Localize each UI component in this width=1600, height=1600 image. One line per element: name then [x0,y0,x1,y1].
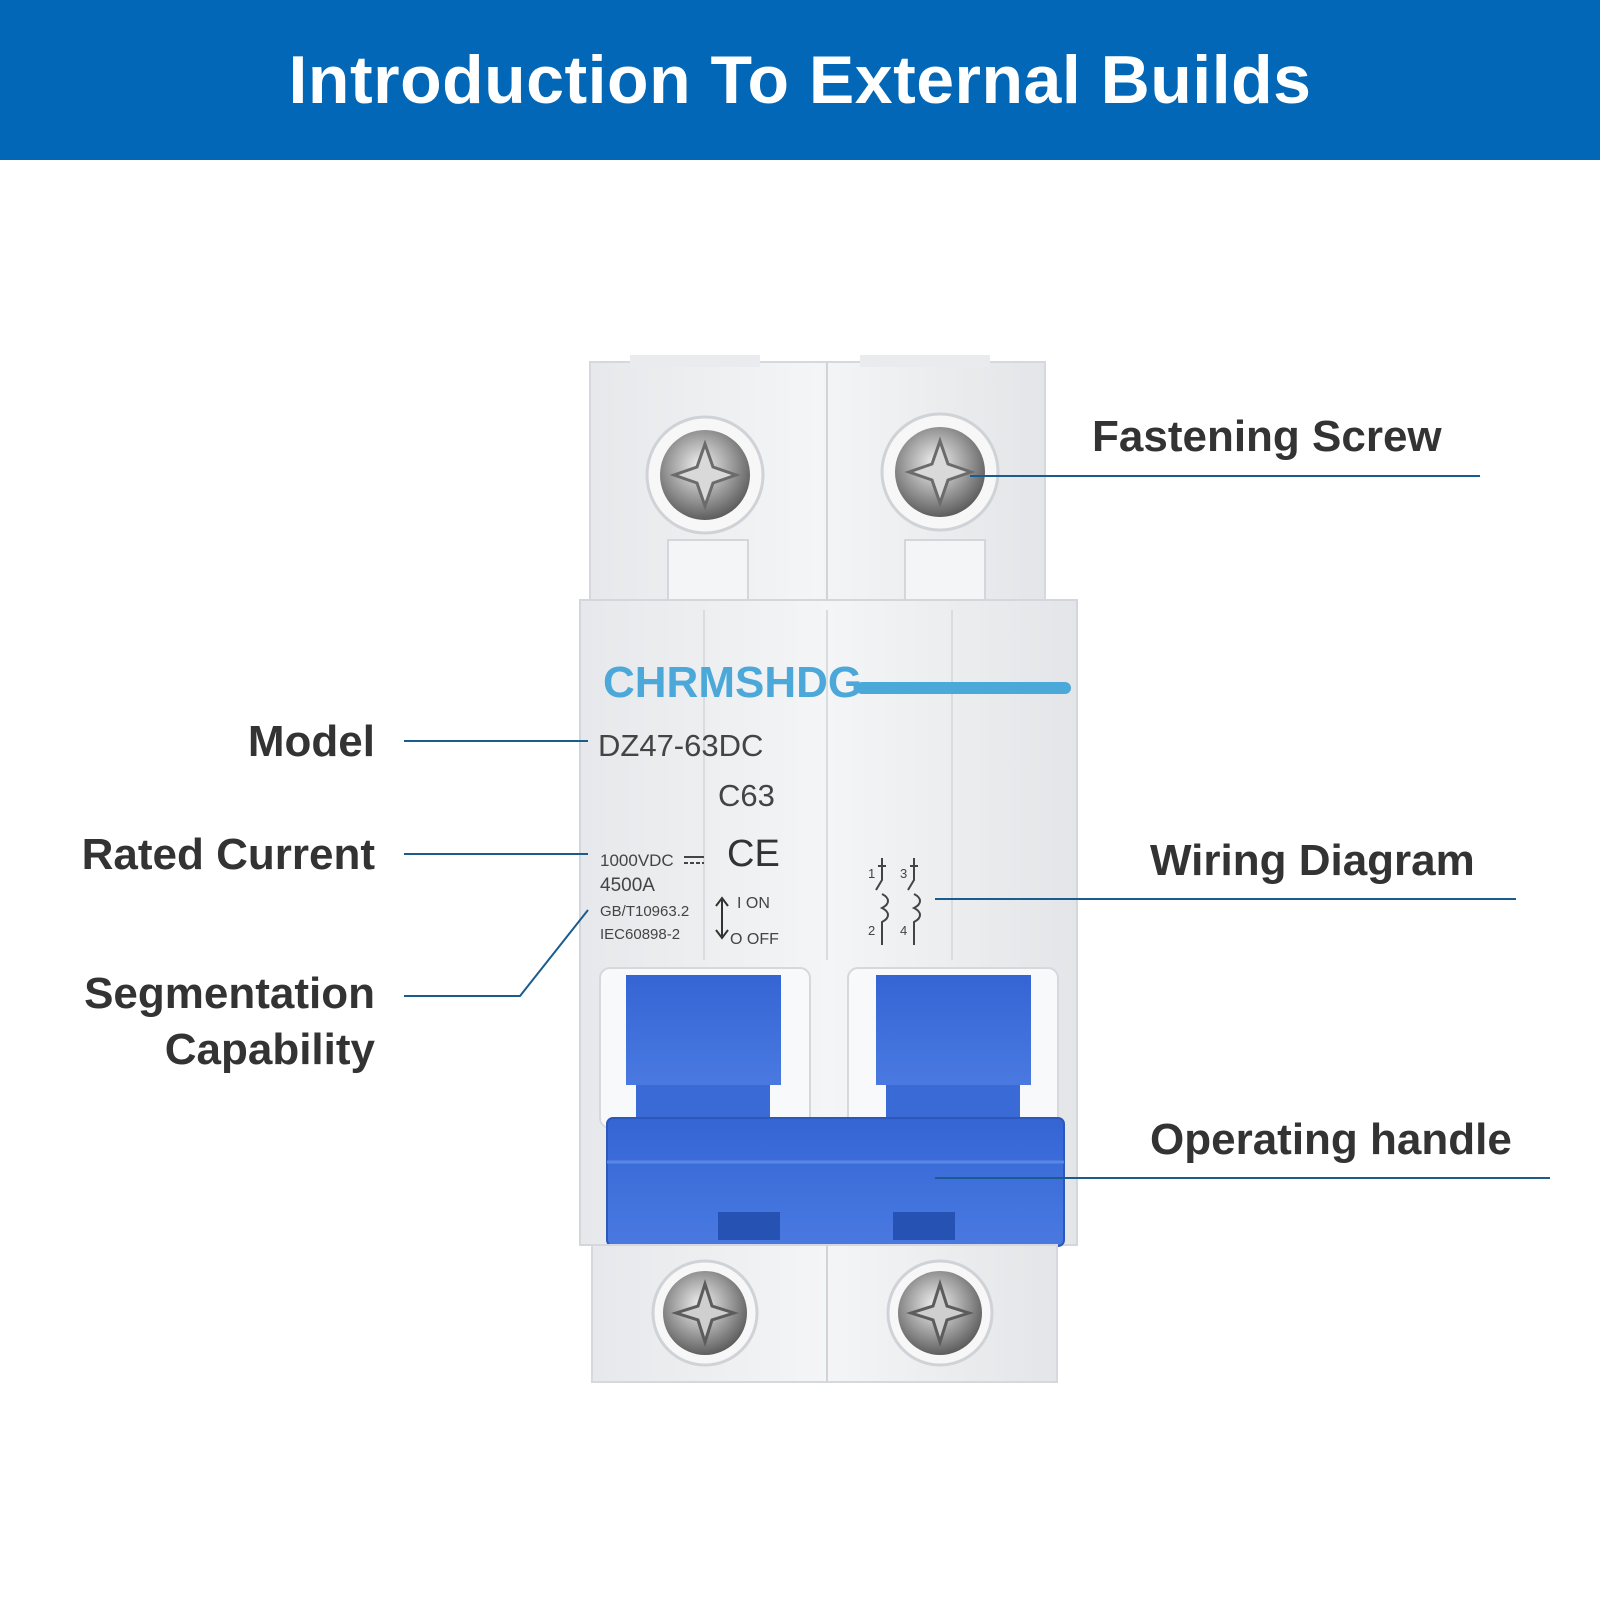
brand-name: CHRMSHDG [603,658,862,707]
svg-text:3: 3 [900,866,907,881]
bottom-screw-left [651,1259,759,1367]
standard-iec: IEC60898-2 [600,926,680,943]
curve-rating: C63 [718,778,775,813]
svg-text:1: 1 [868,866,875,881]
label-rated-current: Rated Current [81,830,375,879]
on-off-arrow-icon [715,896,729,940]
fastening-screw-left [645,415,765,535]
device-markings: CHRMSHDG DZ47-63DC C63 CE 1000VDC 4500A … [598,658,862,948]
model-number: DZ47-63DC [598,728,763,763]
breaking-capacity: 4500A [600,875,655,896]
on-label: I ON [737,895,770,912]
wiring-diagram-symbol: 1 3 2 4 [868,858,921,945]
leader-segmentation [404,909,589,997]
bottom-screw-right [886,1259,994,1367]
fastening-screw-right [880,412,1000,532]
ce-mark: CE [727,833,780,875]
operating-handle-assembly [599,967,1065,1247]
label-model: Model [247,717,375,766]
label-segmentation-line2: Capability [164,1025,375,1074]
standard-gb: GB/T10963.2 [600,903,689,920]
label-segmentation-capability: Segmentation Capability [84,966,375,1078]
page-title: Introduction To External Builds [288,42,1312,118]
brand-stripe [856,682,1071,694]
label-operating-handle: Operating handle [1150,1115,1512,1164]
svg-text:4: 4 [900,923,907,938]
toggle-left [626,975,781,1085]
label-segmentation-line1: Segmentation [84,969,375,1018]
toggle-right [876,975,1031,1085]
voltage-rating: 1000VDC [600,851,674,870]
label-fastening-screw: Fastening Screw [1092,412,1442,461]
svg-text:2: 2 [868,923,875,938]
header-banner: Introduction To External Builds [0,0,1600,160]
off-label: O OFF [730,931,779,948]
leader-lines [404,475,1550,1179]
operating-handle-bar [606,1117,1065,1247]
label-wiring-diagram: Wiring Diagram [1150,836,1475,885]
